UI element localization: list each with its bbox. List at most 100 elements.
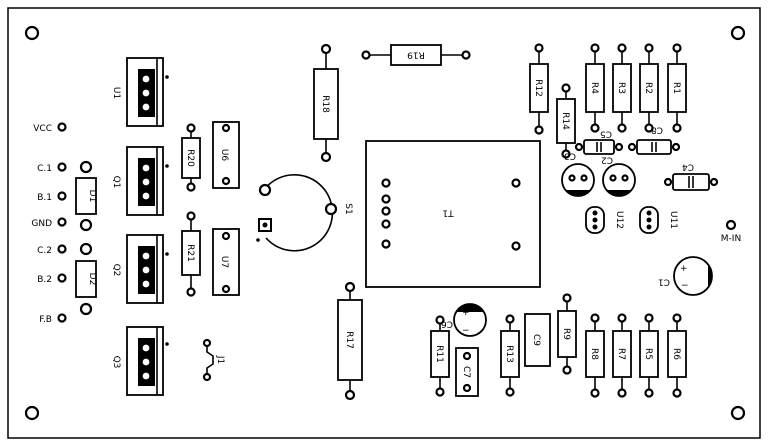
label-fb: F.B xyxy=(39,315,52,325)
capacitor-c5: C5 xyxy=(574,129,624,155)
svg-text:C3: C3 xyxy=(564,151,576,161)
label-c2: C.2 xyxy=(37,246,52,256)
svg-text:+: + xyxy=(462,308,470,318)
svg-text:R11: R11 xyxy=(434,345,444,363)
resistor-r17: R17 xyxy=(337,281,363,401)
svg-text:Q1: Q1 xyxy=(111,176,121,189)
jumper-j1: J1 xyxy=(202,338,225,382)
svg-text:U7: U7 xyxy=(219,256,229,268)
svg-text:U11: U11 xyxy=(668,211,678,229)
resistor-r12: R12 xyxy=(529,43,549,135)
svg-text:−: − xyxy=(681,281,689,291)
svg-text:R8: R8 xyxy=(589,348,599,360)
svg-text:R9: R9 xyxy=(561,328,571,340)
ic-u7: U7 xyxy=(212,228,240,296)
regulator-u1: U1 xyxy=(111,57,169,127)
svg-text:Q2: Q2 xyxy=(111,264,121,277)
label-b2: B.2 xyxy=(37,275,52,285)
capacitor-c7: C7 xyxy=(455,347,479,397)
connector-vcc: VCC xyxy=(33,122,67,134)
svg-text:C9: C9 xyxy=(531,334,541,346)
svg-text:S1: S1 xyxy=(343,203,353,214)
svg-text:R19: R19 xyxy=(407,50,425,60)
svg-text:R20: R20 xyxy=(185,149,195,167)
svg-text:R14: R14 xyxy=(560,112,570,130)
transistor-q1: Q1 xyxy=(111,146,169,216)
resistor-r18: R18 xyxy=(313,43,339,163)
svg-text:C2: C2 xyxy=(601,155,613,165)
svg-text:J1: J1 xyxy=(215,355,225,364)
svg-text:Q3: Q3 xyxy=(111,356,121,369)
resistor-r21: R21 xyxy=(181,211,201,297)
svg-text:R7: R7 xyxy=(616,348,626,360)
resistor-r14: R14 xyxy=(556,83,576,159)
svg-text:R2: R2 xyxy=(643,82,653,94)
svg-text:−: − xyxy=(462,326,470,336)
capacitor-c2: C2 xyxy=(601,155,636,197)
capacitor-c6: + − C6 xyxy=(441,303,487,337)
connector-b1: B.1 xyxy=(37,191,67,203)
label-gnd: GND xyxy=(31,219,52,229)
resistor-r3: R3 xyxy=(612,43,632,133)
resistor-r1: R1 xyxy=(667,43,687,133)
mounting-hole xyxy=(730,405,746,421)
transistor-q3: Q3 xyxy=(111,326,169,396)
resistor-r7: R7 xyxy=(612,313,632,398)
transformer-t1: T1 xyxy=(365,140,541,288)
resistor-r11: R11 xyxy=(430,315,450,397)
connector-c1: C.1 xyxy=(37,162,67,174)
label-m-in: M-IN xyxy=(721,234,741,244)
svg-text:R6: R6 xyxy=(671,348,681,360)
capacitor-c3: C3 xyxy=(561,151,595,197)
svg-text:U12: U12 xyxy=(614,211,624,229)
svg-text:R1: R1 xyxy=(671,82,681,94)
label-b1: B.1 xyxy=(37,193,52,203)
diode-d1: D1 xyxy=(75,160,97,232)
connector-b2: B.2 xyxy=(37,273,67,285)
svg-text:R21: R21 xyxy=(185,244,195,262)
mounting-hole xyxy=(24,405,40,421)
label-c1: C.1 xyxy=(37,164,52,174)
resistor-r20: R20 xyxy=(181,123,201,192)
resistor-r8: R8 xyxy=(585,313,605,398)
connector-fb: F.B xyxy=(39,313,67,325)
diode-d2: D2 xyxy=(75,242,97,316)
svg-text:C5: C5 xyxy=(600,129,612,139)
potentiometer-s1: S1 xyxy=(256,173,353,252)
resistor-r19: R19 xyxy=(361,44,471,66)
svg-text:C6: C6 xyxy=(441,319,453,329)
svg-text:R3: R3 xyxy=(616,82,626,94)
label-vcc: VCC xyxy=(33,124,52,134)
svg-text:T1: T1 xyxy=(442,208,454,218)
resistor-r9: R9 xyxy=(557,293,577,375)
capacitor-c4: C4 xyxy=(663,162,719,191)
transistor-q2: Q2 xyxy=(111,234,169,304)
connector-m-in: M-IN xyxy=(721,219,741,244)
resistor-r6: R6 xyxy=(667,313,687,398)
svg-text:R13: R13 xyxy=(504,345,514,363)
capacitor-c1: + − C1 xyxy=(658,256,713,296)
svg-text:C4: C4 xyxy=(682,162,694,172)
mounting-hole xyxy=(24,25,40,41)
ic-u6: U6 xyxy=(212,121,240,189)
connector-gnd: GND xyxy=(31,217,67,229)
mounting-hole xyxy=(730,25,746,41)
capacitor-c8: C8 xyxy=(627,125,681,155)
svg-text:R12: R12 xyxy=(533,79,543,97)
resistor-r2: R2 xyxy=(639,43,659,133)
svg-text:R5: R5 xyxy=(643,348,653,360)
regulator-u12: U12 xyxy=(585,206,624,234)
svg-text:U6: U6 xyxy=(219,149,229,162)
svg-text:+: + xyxy=(680,264,688,274)
svg-text:C8: C8 xyxy=(651,125,663,135)
svg-text:R17: R17 xyxy=(344,331,354,349)
svg-text:C1: C1 xyxy=(658,277,670,287)
connector-c2: C.2 xyxy=(37,244,67,256)
resistor-r13: R13 xyxy=(500,314,520,397)
capacitor-c9: C9 xyxy=(524,313,551,367)
svg-text:C7: C7 xyxy=(461,366,471,378)
resistor-r4: R4 xyxy=(585,43,605,133)
regulator-u11: U11 xyxy=(639,206,678,234)
svg-text:D2: D2 xyxy=(87,273,97,286)
